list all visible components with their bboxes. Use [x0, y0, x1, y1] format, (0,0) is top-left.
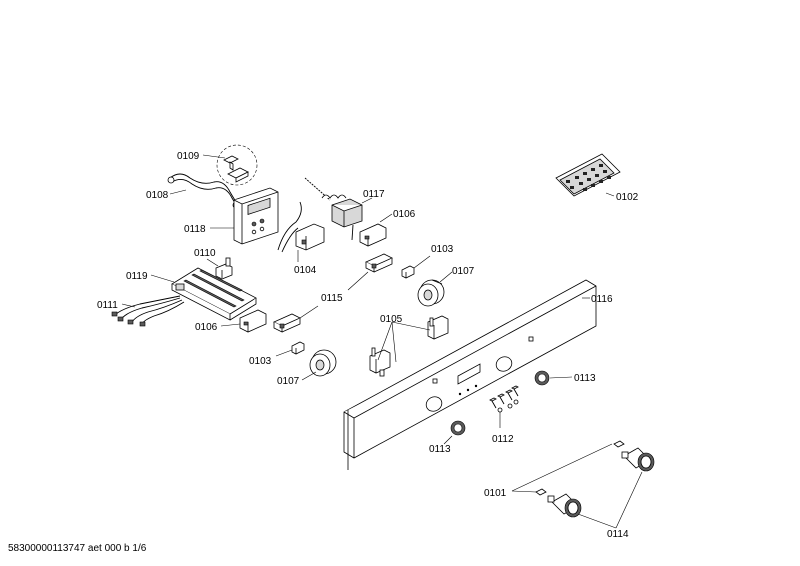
label-0104: 0104 [294, 265, 317, 276]
label-0106: 0106 [195, 322, 218, 333]
part-0104-wire-harness [277, 201, 325, 253]
part-0111-wires [111, 295, 185, 327]
part-0116-front-panel [343, 279, 597, 470]
label-0118: 0118 [184, 224, 206, 235]
part-0103-cap-lower [291, 341, 305, 355]
part-0107-knob-housing-lower [309, 349, 337, 377]
part-0117-motor-unit [304, 177, 363, 241]
label-0108: 0108 [146, 190, 169, 201]
part-0114-knob-left [547, 493, 582, 518]
label-0117: 0117 [363, 189, 385, 200]
label-0115: 0115 [321, 293, 343, 304]
part-0106-bracket-upper [359, 223, 387, 247]
label-0101: 0101 [484, 488, 507, 499]
label-0113: 0113 [574, 373, 596, 384]
label-0103: 0103 [431, 244, 454, 255]
part-0101-knob-cap-right [613, 440, 625, 448]
label-0119: 0119 [126, 271, 148, 282]
label-0107: 0107 [452, 266, 475, 277]
label-0114: 0114 [607, 529, 629, 540]
label-0113: 0113 [429, 444, 451, 455]
part-0114-knob-right [621, 447, 655, 472]
label-0105: 0105 [380, 314, 403, 325]
label-0102: 0102 [616, 192, 639, 203]
part-0107-knob-housing-upper [417, 279, 445, 307]
part-0118-display-module [233, 187, 279, 245]
label-0109: 0109 [177, 151, 200, 162]
part-0115-connector-upper [365, 253, 393, 273]
part-0105-bracket-right [427, 315, 449, 340]
part-0101-knob-cap-left [535, 488, 547, 496]
part-0113-ring-left [450, 420, 466, 436]
label-0112: 0112 [492, 434, 514, 445]
document-footer: 58300000113747 aet 000 b 1/6 [8, 543, 147, 554]
part-0108-wire [167, 173, 240, 209]
part-0105-bracket-left [369, 347, 391, 377]
part-0109-screw [216, 144, 258, 186]
part-0119-control-board [171, 267, 257, 321]
part-0106-bracket-lower [239, 309, 267, 333]
part-0113-ring-right [534, 370, 550, 386]
label-0110: 0110 [194, 248, 216, 259]
label-0107: 0107 [277, 376, 300, 387]
label-0111: 0111 [97, 300, 118, 311]
part-0110-clip [215, 257, 233, 280]
part-0102-label-sheet [555, 153, 621, 197]
label-0103: 0103 [249, 356, 272, 367]
part-0115-connector-lower [273, 313, 301, 333]
part-0103-cap-upper [401, 265, 415, 279]
label-0106: 0106 [393, 209, 416, 220]
part-0112-screws [489, 385, 519, 413]
label-0116: 0116 [591, 294, 613, 305]
